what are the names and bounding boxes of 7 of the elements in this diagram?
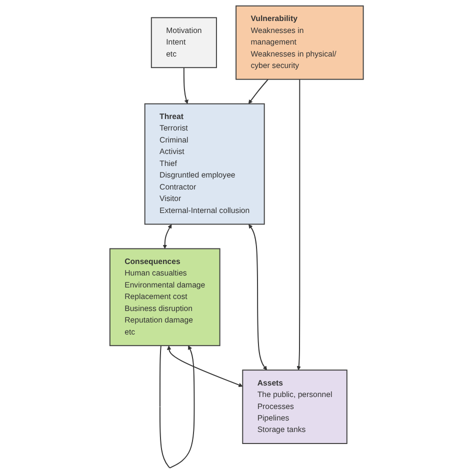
arrow [248,224,268,370]
arrow [248,78,269,104]
arrow [184,67,189,104]
arrow [297,78,302,370]
arrow [163,224,172,249]
arrow [167,346,244,387]
arrow [160,345,196,468]
